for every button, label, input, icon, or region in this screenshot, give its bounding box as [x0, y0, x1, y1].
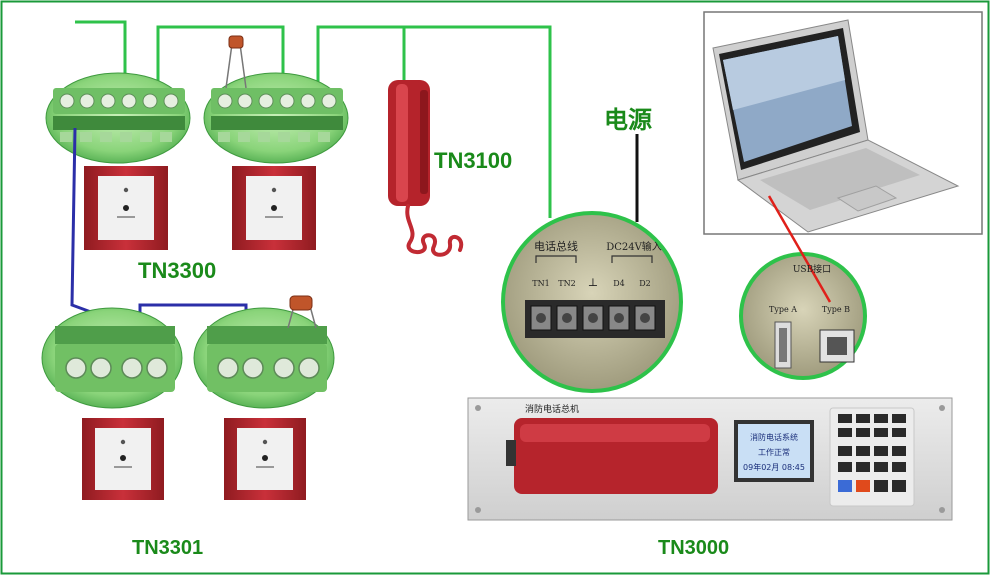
usb-cable — [767, 195, 832, 303]
terminal-pin-label: D4 — [613, 279, 625, 288]
tn3300-jack-2 — [232, 166, 316, 250]
tn3301-jack-1 — [82, 418, 164, 500]
host-brand-label: 消防电话总机 — [525, 403, 579, 415]
usb-header-label: USB接口 — [793, 263, 831, 275]
tn3100-handset — [388, 80, 464, 257]
usb-type-b-label: Type B — [822, 305, 850, 314]
tn3000-terminal-block — [501, 211, 683, 393]
bus-wires-green — [75, 20, 552, 218]
terminal-pin-label: TN1 — [532, 279, 549, 288]
lcd-line: 消防电话系统 — [750, 432, 798, 442]
bus-line-label: 电话总线 — [534, 239, 578, 253]
tn3000-host-panel — [467, 397, 953, 521]
terminal-pin-label: D2 — [639, 279, 651, 288]
tn3301-terminal-2 — [193, 295, 335, 409]
laptop — [703, 11, 983, 235]
terminal-pin-label: ⊥ — [588, 276, 598, 289]
tn3300-label: TN3300 — [138, 258, 217, 283]
lcd-line: 工作正常 — [758, 447, 790, 457]
usb-type-a-label: Type A — [769, 305, 797, 314]
tn3300-terminal-1 — [45, 72, 191, 164]
tn3000-label: TN3000 — [658, 537, 730, 559]
lcd-line: 09年02月 08:45 — [743, 462, 805, 472]
eol-resistor-2 — [287, 295, 317, 329]
eol-resistor-1 — [225, 35, 247, 89]
tn3300-jack-1 — [84, 166, 168, 250]
terminal-pin-label: TN2 — [558, 279, 575, 288]
dc-input-label: DC24V输入 — [606, 240, 662, 253]
tn3301-label: TN3301 — [132, 537, 204, 559]
tn3301-terminal-1 — [41, 307, 183, 409]
tn3100-label: TN3100 — [434, 148, 513, 173]
tn3300-terminal-2 — [203, 35, 349, 164]
tn3301-jack-2 — [224, 418, 306, 500]
power-label: 电源 — [604, 106, 652, 134]
